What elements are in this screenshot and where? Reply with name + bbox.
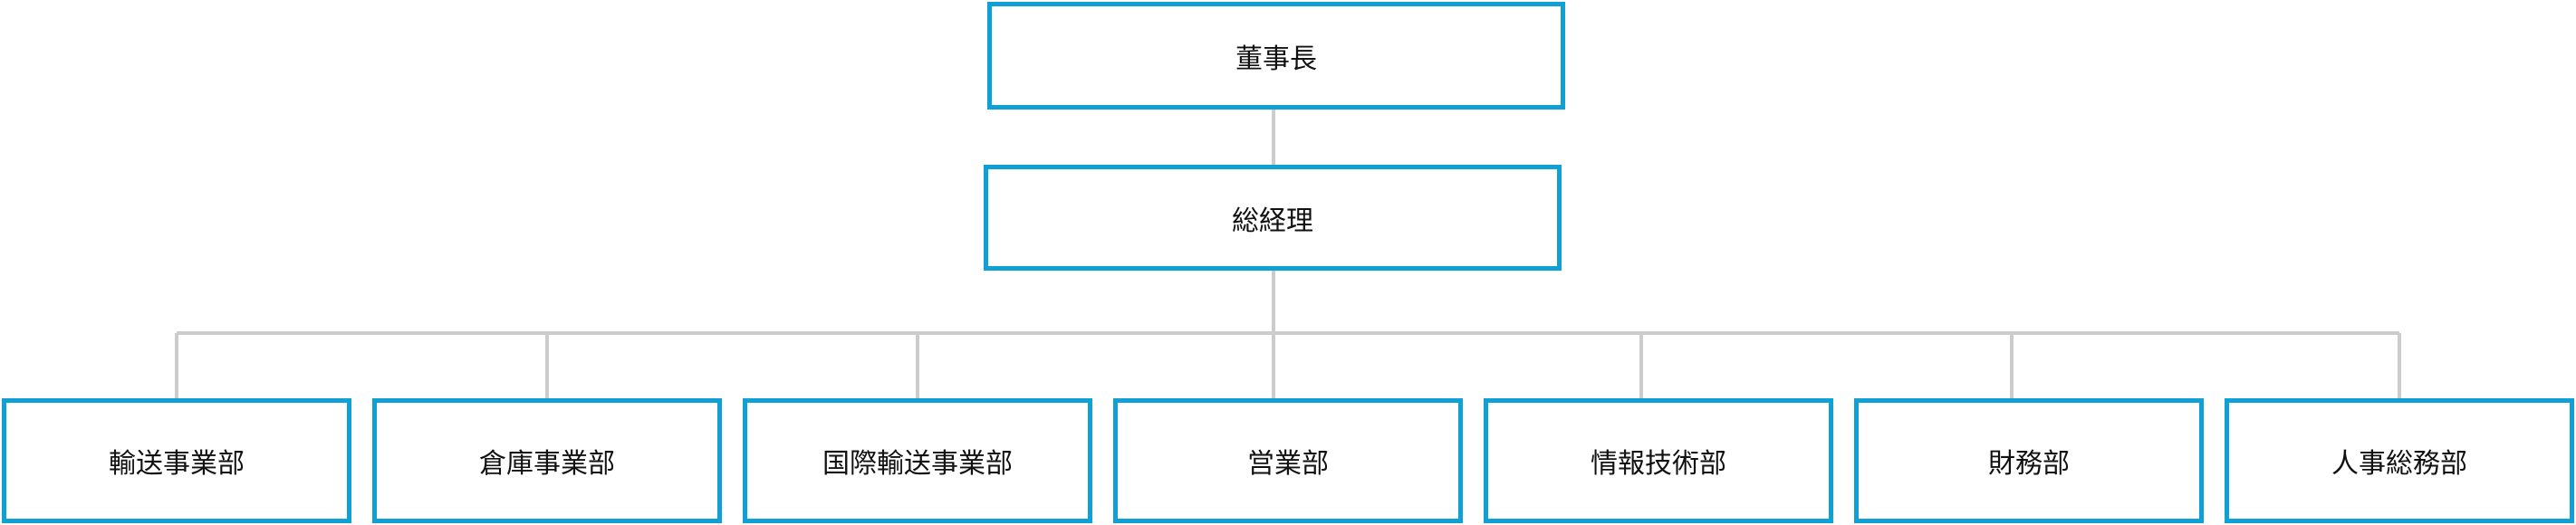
node-sales-department: 営業部 [1113,398,1463,523]
node-label: 財務部 [1988,448,2070,480]
node-label: 国際輸送事業部 [822,448,1013,480]
node-label: 総経理 [1232,205,1313,237]
node-general-manager: 総経理 [984,165,1562,271]
node-warehouse-division: 倉庫事業部 [372,398,722,523]
node-label: 人事総務部 [2331,448,2467,480]
node-label: 董事長 [1235,43,1317,75]
node-label: 情報技術部 [1591,448,1726,480]
node-chairman: 董事長 [987,2,1565,110]
node-label: 輸送事業部 [109,448,245,480]
node-label: 倉庫事業部 [479,448,615,480]
node-it-department: 情報技術部 [1484,398,1833,523]
node-transport-division: 輸送事業部 [2,398,351,523]
node-international-transport-division: 国際輸送事業部 [743,398,1092,523]
node-finance-department: 財務部 [1854,398,2204,523]
node-hr-general-affairs-department: 人事総務部 [2225,398,2574,523]
node-label: 営業部 [1247,448,1329,480]
